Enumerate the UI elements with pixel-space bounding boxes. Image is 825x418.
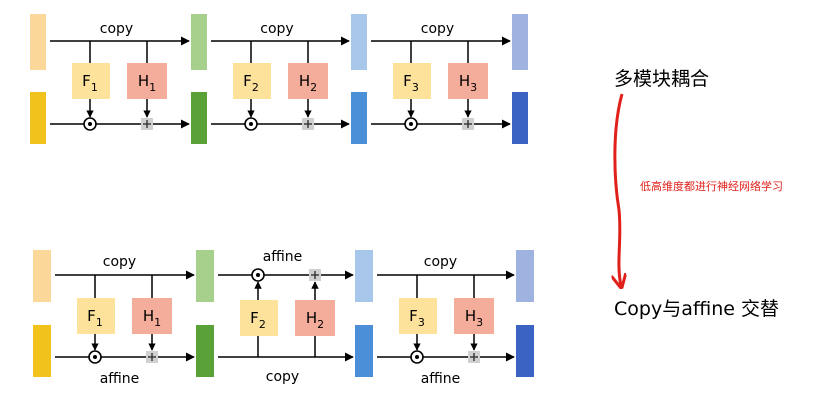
top-f-box-3 <box>393 63 431 99</box>
top-multiply-op-3 <box>404 117 418 131</box>
bottom-h-box-3 <box>454 298 494 334</box>
top-f-label-2: F2 <box>243 72 259 94</box>
bottom-f-label-3: F3 <box>409 307 425 329</box>
top-upper-bar-4 <box>512 14 528 70</box>
bottom-add-op-1 <box>146 351 158 363</box>
bottom-multiply-op-3 <box>410 350 424 364</box>
bottom-add-op-3 <box>468 351 480 363</box>
annotation-arrow-note: 低高维度都进行神经网络学习 <box>640 180 783 193</box>
top-upper-bar-1 <box>30 14 46 70</box>
bottom-lower-label-3: affine <box>421 371 461 387</box>
bottom-lower-bar-4 <box>516 325 534 377</box>
top-copy-label-3: copy <box>421 21 454 37</box>
bottom-h-label-1: H1 <box>143 307 161 329</box>
top-h-label-1: H1 <box>138 72 156 94</box>
top-copy-label-1: copy <box>100 21 133 37</box>
bottom-multiply-op-2 <box>251 268 265 282</box>
bottom-upper-bar-1 <box>33 250 51 302</box>
top-copy-label-2: copy <box>260 21 293 37</box>
top-multiply-op-1 <box>83 117 97 131</box>
bottom-upper-label-2: affine <box>263 249 303 265</box>
top-f-box-1 <box>72 63 110 99</box>
top-add-op-1 <box>141 118 153 130</box>
top-h-box-3 <box>448 63 488 99</box>
top-lower-bar-3 <box>351 92 367 144</box>
bottom-lower-label-2: copy <box>266 369 299 385</box>
bottom-f-label-1: F1 <box>87 307 103 329</box>
red-curved-arrow <box>615 93 622 286</box>
odot-center <box>409 122 413 126</box>
odot-center <box>249 122 253 126</box>
bottom-f-box-2 <box>240 300 278 336</box>
bottom-h-label-2: H2 <box>306 309 324 331</box>
top-h-box-2 <box>288 63 328 99</box>
bottom-add-op-2 <box>309 269 321 281</box>
bottom-lower-label-1: affine <box>100 371 140 387</box>
bottom-h-label-3: H3 <box>465 307 483 329</box>
top-f-box-2 <box>233 63 271 99</box>
bottom-lower-bar-2 <box>196 325 214 377</box>
odot-center <box>256 273 260 277</box>
annotation-copy-affine-alternating: Copy与affine 交替 <box>614 298 779 320</box>
bottom-h-box-2 <box>295 300 335 336</box>
bottom-upper-bar-2 <box>196 250 214 302</box>
bottom-lower-bar-1 <box>33 325 51 377</box>
top-lower-bar-4 <box>512 92 528 144</box>
top-f-label-3: F3 <box>403 72 419 94</box>
odot-center <box>415 355 419 359</box>
odot-center <box>93 355 97 359</box>
top-h-label-3: H3 <box>459 72 477 94</box>
top-lower-bar-2 <box>191 92 207 144</box>
bottom-upper-label-1: copy <box>103 254 136 270</box>
top-add-op-2 <box>302 118 314 130</box>
top-multiply-op-2 <box>244 117 258 131</box>
bottom-h-box-1 <box>132 298 172 334</box>
bottom-multiply-op-1 <box>88 350 102 364</box>
bottom-lower-bar-3 <box>355 325 373 377</box>
top-f-label-1: F1 <box>82 72 98 94</box>
bottom-upper-label-3: copy <box>424 254 457 270</box>
top-lower-bar-1 <box>30 92 46 144</box>
annotation-multi-module-coupling: 多模块耦合 <box>614 68 710 90</box>
bottom-f-label-2: F2 <box>250 309 266 331</box>
odot-center <box>88 122 92 126</box>
bottom-f-box-1 <box>77 298 115 334</box>
top-add-op-3 <box>462 118 474 130</box>
top-upper-bar-2 <box>191 14 207 70</box>
bottom-upper-bar-3 <box>355 250 373 302</box>
top-h-box-1 <box>127 63 167 99</box>
top-h-label-2: H2 <box>299 72 317 94</box>
bottom-f-box-3 <box>399 298 437 334</box>
bottom-upper-bar-4 <box>516 250 534 302</box>
top-upper-bar-3 <box>351 14 367 70</box>
